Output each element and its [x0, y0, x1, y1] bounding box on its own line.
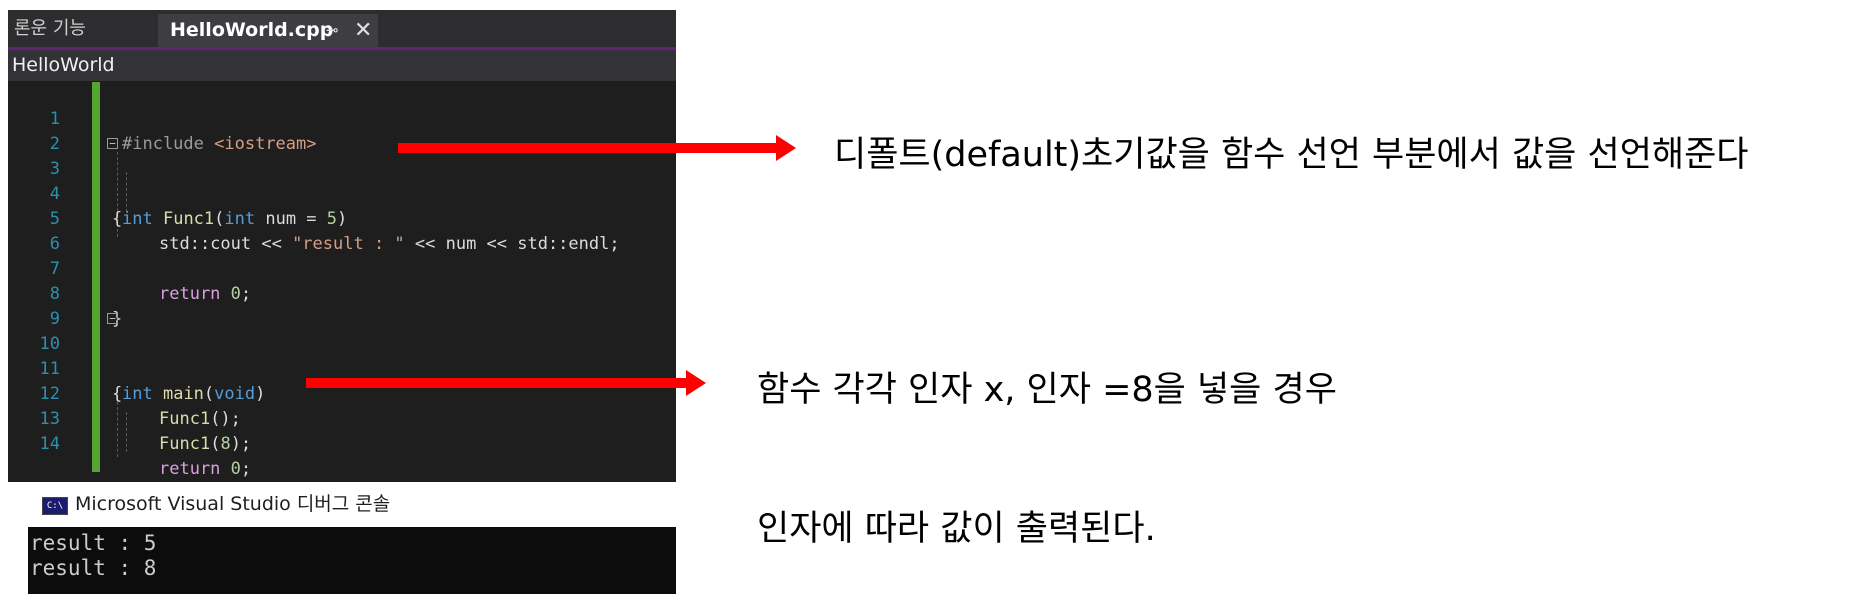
punct: ( [214, 209, 225, 229]
arrowhead-icon [776, 135, 796, 161]
keyword: int [122, 384, 153, 404]
tab-label: HelloWorld.cpp [170, 19, 334, 41]
punct: ) [255, 384, 266, 404]
number: 0 [230, 459, 241, 479]
open-brace: { [112, 384, 123, 404]
line-number: 12 [39, 384, 60, 404]
document-tab-bar: 론운 기능 HelloWorld.cpp ⊸ ✕ [8, 10, 676, 50]
line-number: 10 [39, 334, 60, 354]
default-value: 5 [326, 209, 338, 229]
console-output-line: result : 8 [30, 556, 157, 580]
code-line-5: 5 std::cout << "result : " << num << std… [8, 182, 676, 254]
include-directive: #include [122, 134, 204, 154]
line-number: 5 [49, 209, 60, 229]
include-header: <iostream> [214, 134, 317, 154]
debug-console-window: C:\ Microsoft Visual Studio 디버그 콘솔 resul… [8, 482, 676, 594]
line-number: 13 [39, 409, 60, 429]
param-text: num = [255, 209, 327, 229]
function-call: Func1 [159, 434, 211, 454]
console-app-icon: C:\ [42, 497, 68, 515]
collapse-icon[interactable]: − [107, 313, 118, 324]
code-line-2: 2 [8, 107, 676, 154]
line-number: 3 [49, 159, 60, 179]
function-name: Func1 [162, 209, 215, 229]
arrow-shaft-default-param [398, 143, 776, 153]
code-line-15: 15 } [8, 432, 676, 457]
code-line-4: 4 { [8, 157, 676, 229]
punct: ); [230, 434, 252, 454]
arrow-shaft-function-call [306, 378, 686, 388]
code-editor[interactable]: 1 #include <iostream> 2 3 − int Func1(in… [8, 82, 676, 479]
line-number: 4 [49, 184, 60, 204]
collapse-icon[interactable]: − [107, 138, 118, 149]
function-name: main [162, 384, 204, 404]
argument-value: 8 [220, 434, 231, 454]
line-number: 11 [39, 359, 60, 379]
code-line-11: 11 { [8, 332, 676, 404]
function-call: Func1 [159, 409, 211, 429]
pin-icon[interactable]: ⊸ [326, 21, 339, 39]
scope-guide [117, 402, 118, 457]
number: 0 [230, 284, 241, 304]
annotation-function-calls: 함수 각각 인자 x, 인자 =8을 넣을 경우 [757, 370, 1337, 410]
keyword: int [224, 209, 256, 229]
project-navigation-bar[interactable]: HelloWorld [8, 50, 676, 81]
punct: ; [240, 284, 252, 304]
scope-guide [117, 152, 118, 237]
annotation-output-result: 인자에 따라 값이 출력된다. [757, 509, 1156, 549]
punct: ; [240, 459, 252, 479]
punct: (); [210, 409, 241, 429]
tab-previous-document[interactable]: 론운 기능 [14, 18, 86, 39]
indent-guide [126, 172, 127, 212]
code-line-10: 10 − int main(void) [8, 307, 676, 404]
keyword: return [159, 284, 221, 304]
code-line-6: 6 [8, 207, 676, 254]
punct: ( [203, 384, 215, 404]
code-line-1: 1 #include <iostream> [8, 82, 676, 154]
code-line-8: 8 } [8, 257, 676, 329]
console-title: Microsoft Visual Studio 디버그 콘솔 [75, 493, 391, 515]
code-line-7: 7 return 0; [8, 232, 676, 304]
line-number: 9 [49, 309, 60, 329]
keyword: return [159, 459, 221, 479]
code-line-3: 3 − int Func1(int num = 5) [8, 132, 676, 229]
change-tracking-bar [92, 82, 100, 472]
indent-guide [126, 412, 127, 452]
console-title-bar: C:\ Microsoft Visual Studio 디버그 콘솔 [28, 482, 676, 527]
code-line-14: 14 return 0; [8, 407, 676, 479]
code-line-12: 12 Func1(); [8, 357, 676, 429]
close-icon[interactable]: ✕ [354, 18, 373, 43]
line-number: 7 [49, 259, 60, 279]
code-line-13: 13 Func1(8); [8, 382, 676, 454]
project-dropdown-label: HelloWorld [12, 54, 115, 76]
cout-text: << num << std::endl; [404, 234, 620, 254]
tab-helloworld-cpp[interactable]: HelloWorld.cpp ⊸ ✕ [158, 14, 378, 47]
console-output: result : 5 result : 8 [28, 527, 676, 594]
line-number: 6 [49, 234, 60, 254]
line-number: 8 [49, 284, 60, 304]
line-number: 2 [49, 134, 60, 154]
punct: ) [337, 209, 348, 229]
ide-editor-window: 론운 기능 HelloWorld.cpp ⊸ ✕ HelloWorld 1 #i… [8, 10, 676, 482]
cout-text: std::cout << [159, 234, 293, 254]
open-brace: { [112, 209, 123, 229]
keyword: void [214, 384, 256, 404]
annotation-default-param: 디폴트(default)초기값을 함수 선언 부분에서 값을 선언해준다 [834, 135, 1749, 175]
line-number: 14 [39, 434, 60, 454]
line-number: 1 [49, 109, 60, 129]
punct: ( [210, 434, 221, 454]
string-literal: "result : " [292, 234, 405, 254]
code-line-9: 9 [8, 282, 676, 329]
keyword: int [122, 209, 153, 229]
console-output-line: result : 5 [30, 531, 157, 555]
arrowhead-icon [686, 370, 706, 396]
